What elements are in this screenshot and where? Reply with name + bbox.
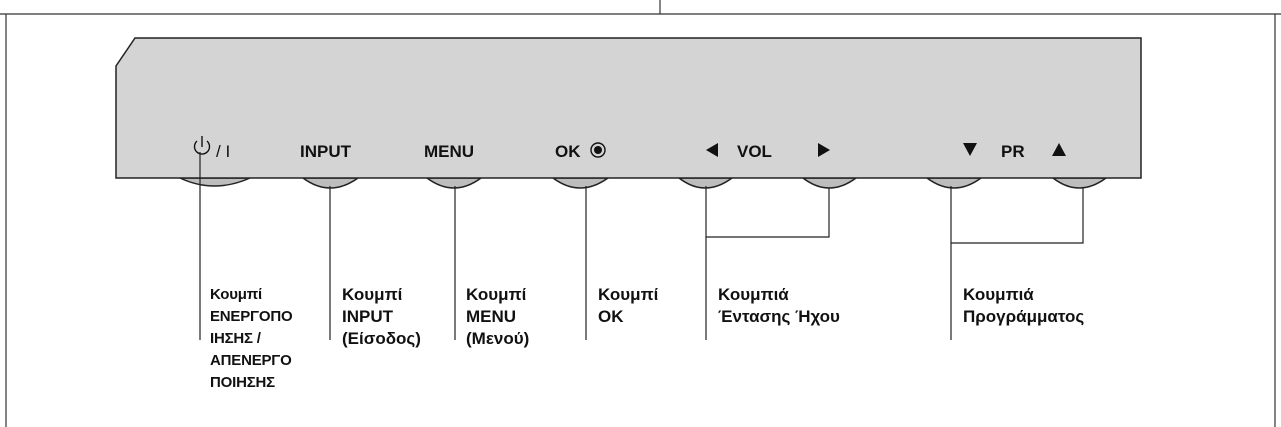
- callout-line: Κουμπί: [210, 286, 263, 303]
- pr-up-leader: [951, 188, 1084, 244]
- callout-line: Κουμπί: [466, 285, 527, 304]
- vol-up-button[interactable]: [800, 177, 859, 189]
- callout-menu: Κουμπί MENU (Μενού): [466, 284, 529, 350]
- record-dot-icon: [590, 142, 606, 158]
- power-label: / I: [216, 142, 230, 161]
- callout-volume: Κουμπιά Έντασης Ήχου: [718, 284, 840, 328]
- callout-line: Κουμπί: [598, 285, 659, 304]
- callout-line: (Είσοδος): [342, 329, 421, 348]
- callout-line: ΑΠΕΝΕΡΓΟ: [210, 352, 292, 369]
- pr-up-button[interactable]: [1050, 177, 1109, 189]
- vol-up-leader: [706, 188, 830, 238]
- menu-button[interactable]: [424, 177, 484, 189]
- leader-lines: [199, 152, 1084, 340]
- callout-line: ΕΝΕΡΓΟΠΟ: [210, 308, 293, 325]
- callout-input: Κουμπί INPUT (Είσοδος): [342, 284, 421, 350]
- ok-button[interactable]: [550, 177, 611, 189]
- callout-line: INPUT: [342, 307, 393, 326]
- callout-line: Προγράμματος: [963, 307, 1085, 326]
- pr-down-button[interactable]: [924, 177, 984, 189]
- callout-line: ΠΟΙΗΣΗΣ: [210, 374, 275, 391]
- menu-label: MENU: [424, 142, 474, 161]
- triangle-right-icon: [818, 143, 830, 157]
- power-button[interactable]: [179, 177, 251, 187]
- vol-label: VOL: [737, 142, 772, 161]
- callout-line: OK: [598, 307, 624, 326]
- control-panel-body: [115, 37, 1142, 179]
- callout-line: (Μενού): [466, 329, 530, 348]
- callout-line: Κουμπιά: [963, 285, 1034, 304]
- callout-line: Κουμπιά: [718, 285, 789, 304]
- power-icon: [193, 136, 211, 155]
- callout-line: Κουμπί: [342, 285, 403, 304]
- callout-line: Έντασης Ήχου: [718, 307, 840, 326]
- callout-program: Κουμπιά Προγράμματος: [963, 284, 1084, 328]
- input-label: INPUT: [300, 142, 352, 161]
- callout-line: MENU: [466, 307, 517, 326]
- callout-power: Κουμπί ΕΝΕΡΓΟΠΟ ΙΗΣΗΣ / ΑΠΕΝΕΡΓΟ ΠΟΙΗΣΗΣ: [210, 284, 293, 394]
- triangle-left-icon: [706, 143, 718, 157]
- callout-ok: Κουμπί OK: [598, 284, 658, 328]
- panel-buttons: [179, 177, 1109, 189]
- callout-line: ΙΗΣΗΣ /: [210, 330, 261, 347]
- triangle-down-icon: [963, 143, 977, 156]
- pr-label: PR: [1001, 142, 1025, 161]
- triangle-up-icon: [1052, 143, 1066, 156]
- ok-label: OK: [555, 142, 581, 161]
